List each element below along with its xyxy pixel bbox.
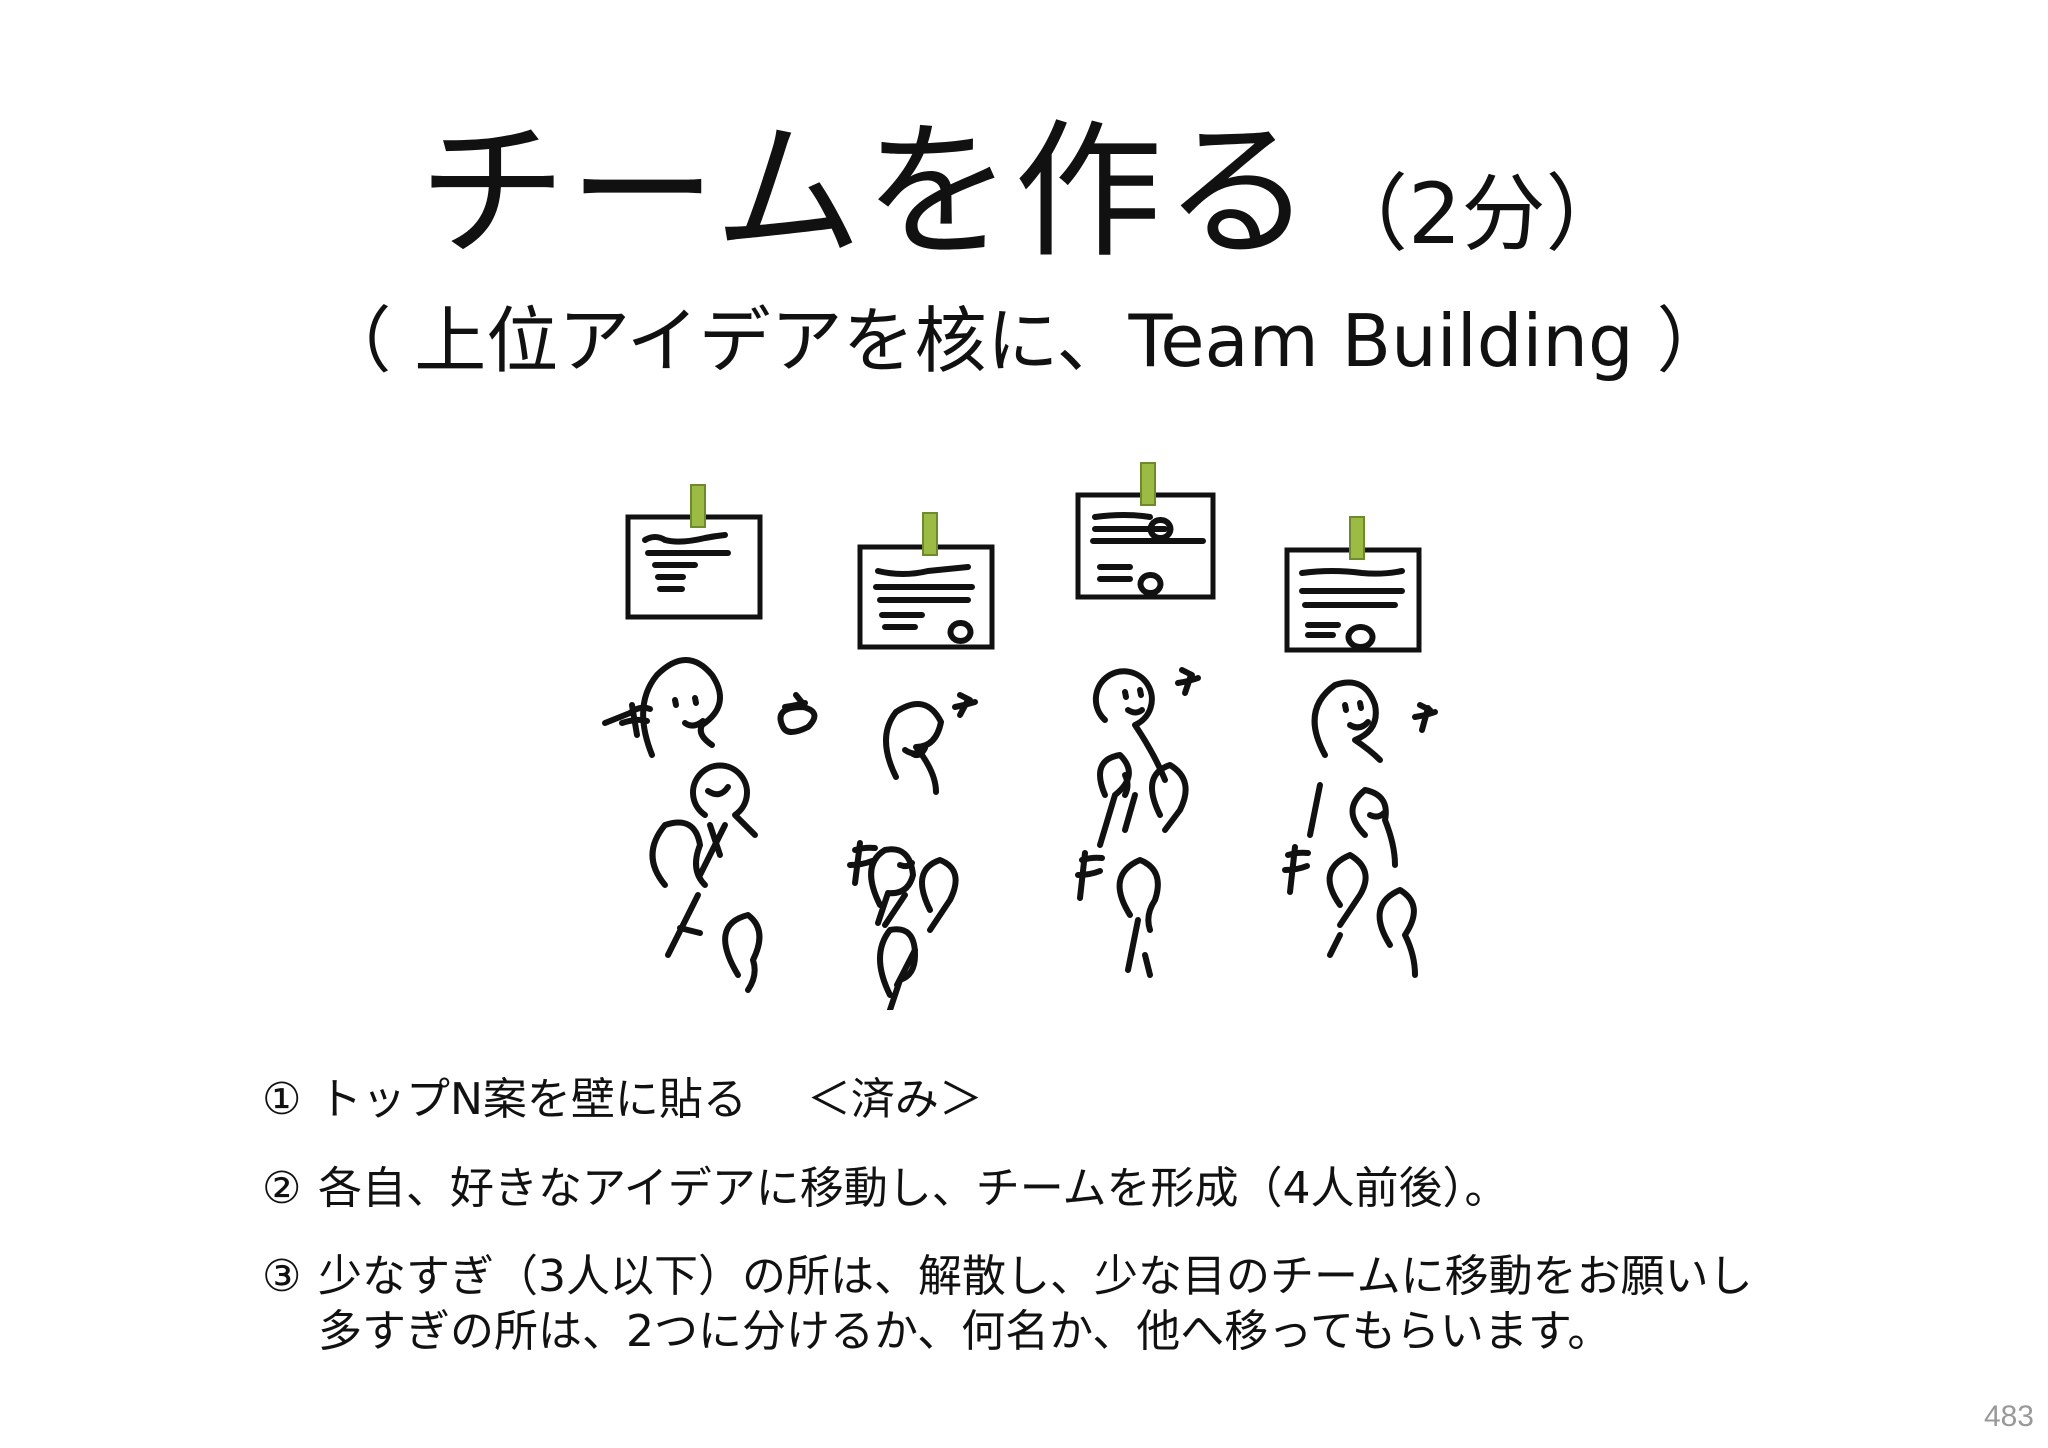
done-note: ＜済み＞ — [806, 1074, 983, 1125]
step-text-line-2: 多すぎの所は、2つに分けるか、何名か、他へ移ってもらいます。 — [318, 1305, 1612, 1357]
step-number: ① — [262, 1074, 302, 1125]
pin-icon — [1349, 516, 1365, 560]
idea-board-2 — [857, 512, 995, 650]
step-text: 各自、好きなアイデアに移動し、チームを形成（4人前後）。 — [318, 1162, 1509, 1214]
team-3-people — [1075, 667, 1201, 978]
title-duration: （2分） — [1324, 165, 1630, 263]
step-list: ① トップN案を壁に貼る ＜済み＞ ② 各自、好きなアイデアに移動し、チームを形成… — [262, 1074, 1822, 1357]
title-text: チームを作る — [418, 106, 1315, 278]
team-building-illustration — [560, 455, 1460, 1010]
pin-icon — [922, 512, 938, 556]
slide-title: チームを作る（2分） — [0, 118, 2048, 266]
page-number: 483 — [1983, 1400, 2034, 1433]
team-2-people — [847, 692, 978, 1010]
step-2: ② 各自、好きなアイデアに移動し、チームを形成（4人前後）。 — [262, 1162, 1822, 1215]
step-3: ③ 少なすぎ（3人以下）の所は、解散し、少な目のチームに移動をお願いし 多すぎの… — [262, 1251, 1822, 1357]
team-1-people — [602, 657, 818, 993]
idea-board-4 — [1284, 516, 1422, 653]
idea-board-3 — [1075, 462, 1216, 600]
idea-board-1 — [625, 484, 763, 620]
step-text-line-1: 少なすぎ（3人以下）の所は、解散し、少な目のチームに移動をお願いし — [318, 1251, 1753, 1303]
step-1: ① トップN案を壁に貼る ＜済み＞ — [262, 1074, 1822, 1126]
team-4-people — [1282, 679, 1438, 978]
step-number: ③ — [262, 1251, 302, 1303]
pin-icon — [1140, 462, 1156, 506]
step-text: トップN案を壁に貼る — [318, 1074, 747, 1125]
team-building-drawing — [602, 462, 1438, 1010]
pin-icon — [690, 484, 706, 528]
slide-subtitle: （ 上位アイデアを核に、Team Building ） — [319, 299, 1729, 383]
step-number: ② — [262, 1162, 302, 1214]
